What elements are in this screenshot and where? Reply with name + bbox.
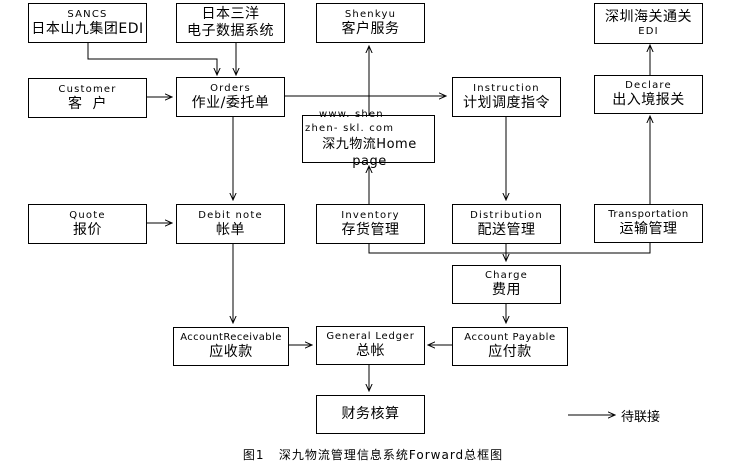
node-label-zh: 电子数据系统 [187,23,274,39]
node-declare: Declare 出入境报关 [594,75,703,114]
node-label-en: EDI [638,26,659,37]
node-label-zh: 日本山九集团EDI [31,20,144,37]
homepage-url-line1: www. shen [319,109,384,120]
node-label-zh: 运输管理 [619,221,678,237]
node-label-en: Account Payable [464,332,556,343]
node-inventory: Inventory 存货管理 [316,204,425,244]
homepage-url-line2: zhen- skl. com [305,123,395,134]
node-label-en: Debit note [198,209,263,221]
node-label-zh: 客户服务 [341,20,400,37]
node-label-en: Transportation [608,209,689,220]
node-label-zh: 报价 [73,221,102,238]
node-financial-accounting: 财务核算 [316,395,425,434]
node-label-zh: 日本三洋 [201,6,260,22]
node-distribution: Distribution 配送管理 [452,204,561,244]
node-label-zh: 配送管理 [477,221,536,238]
node-label-en: AccountReceivable [180,332,282,343]
node-customer: Customer 客 户 [28,78,147,118]
node-account-payable: Account Payable 应付款 [452,327,568,366]
node-label-en: General Ledger [326,331,415,342]
node-label-zh: 总帐 [356,343,385,359]
figure-caption: 图1 深九物流管理信息系统Forward总框图 [242,448,504,462]
node-label-en: Inventory [341,209,400,221]
node-homepage: www. shen zhen- skl. com 深九物流Home page [302,109,435,169]
homepage-title: 深九物流Home page [322,137,417,169]
node-label-en: Customer [58,83,117,95]
node-label-zh: 深圳海关通关 [605,9,692,25]
node-instruction: Instruction 计划调度指令 [452,77,561,117]
node-customs-edi: 深圳海关通关 EDI [594,3,703,44]
node-general-ledger: General Ledger 总帐 [316,326,425,365]
node-label-zh: 应付款 [488,344,532,360]
node-shenkyu: Shenkyu 客户服务 [316,3,425,43]
node-label-en: Distribution [470,209,543,221]
node-label-en: Declare [625,80,672,91]
node-label-zh: 财务核算 [341,406,400,422]
node-label-zh: 作业/委托单 [191,94,270,111]
node-label-en: Orders [210,82,251,94]
node-label-zh: 应收款 [209,344,253,360]
node-sancs-edi: SANCS 日本山九集团EDI [28,3,147,43]
legend-label: 待联接 [621,410,661,425]
node-label-zh: 帐单 [216,221,245,238]
edge-bus [368,242,651,254]
node-sanyo-eds: 日本三洋 电子数据系统 [176,3,285,43]
node-label-zh: 出入境报关 [612,92,685,108]
node-label-zh: 存货管理 [341,221,400,238]
node-transportation: Transportation 运输管理 [594,204,703,243]
node-label-zh: 客 户 [68,95,107,112]
node-orders: Orders 作业/委托单 [176,77,285,117]
node-quote: Quote 报价 [28,204,147,244]
node-label-zh: 计划调度指令 [463,94,550,111]
node-account-receivable: AccountReceivable 应收款 [173,327,289,366]
node-label-en: Shenkyu [344,8,397,20]
edge-sancs-orders [87,42,217,75]
node-label-en: SANCS [67,8,108,20]
node-label-en: Charge [484,270,529,281]
node-label-zh: 费用 [492,282,521,298]
node-label-en: Instruction [473,82,540,94]
node-debit-note: Debit note 帐单 [176,204,285,244]
node-charge: Charge 费用 [452,265,561,304]
node-label-en: Quote [69,209,106,221]
